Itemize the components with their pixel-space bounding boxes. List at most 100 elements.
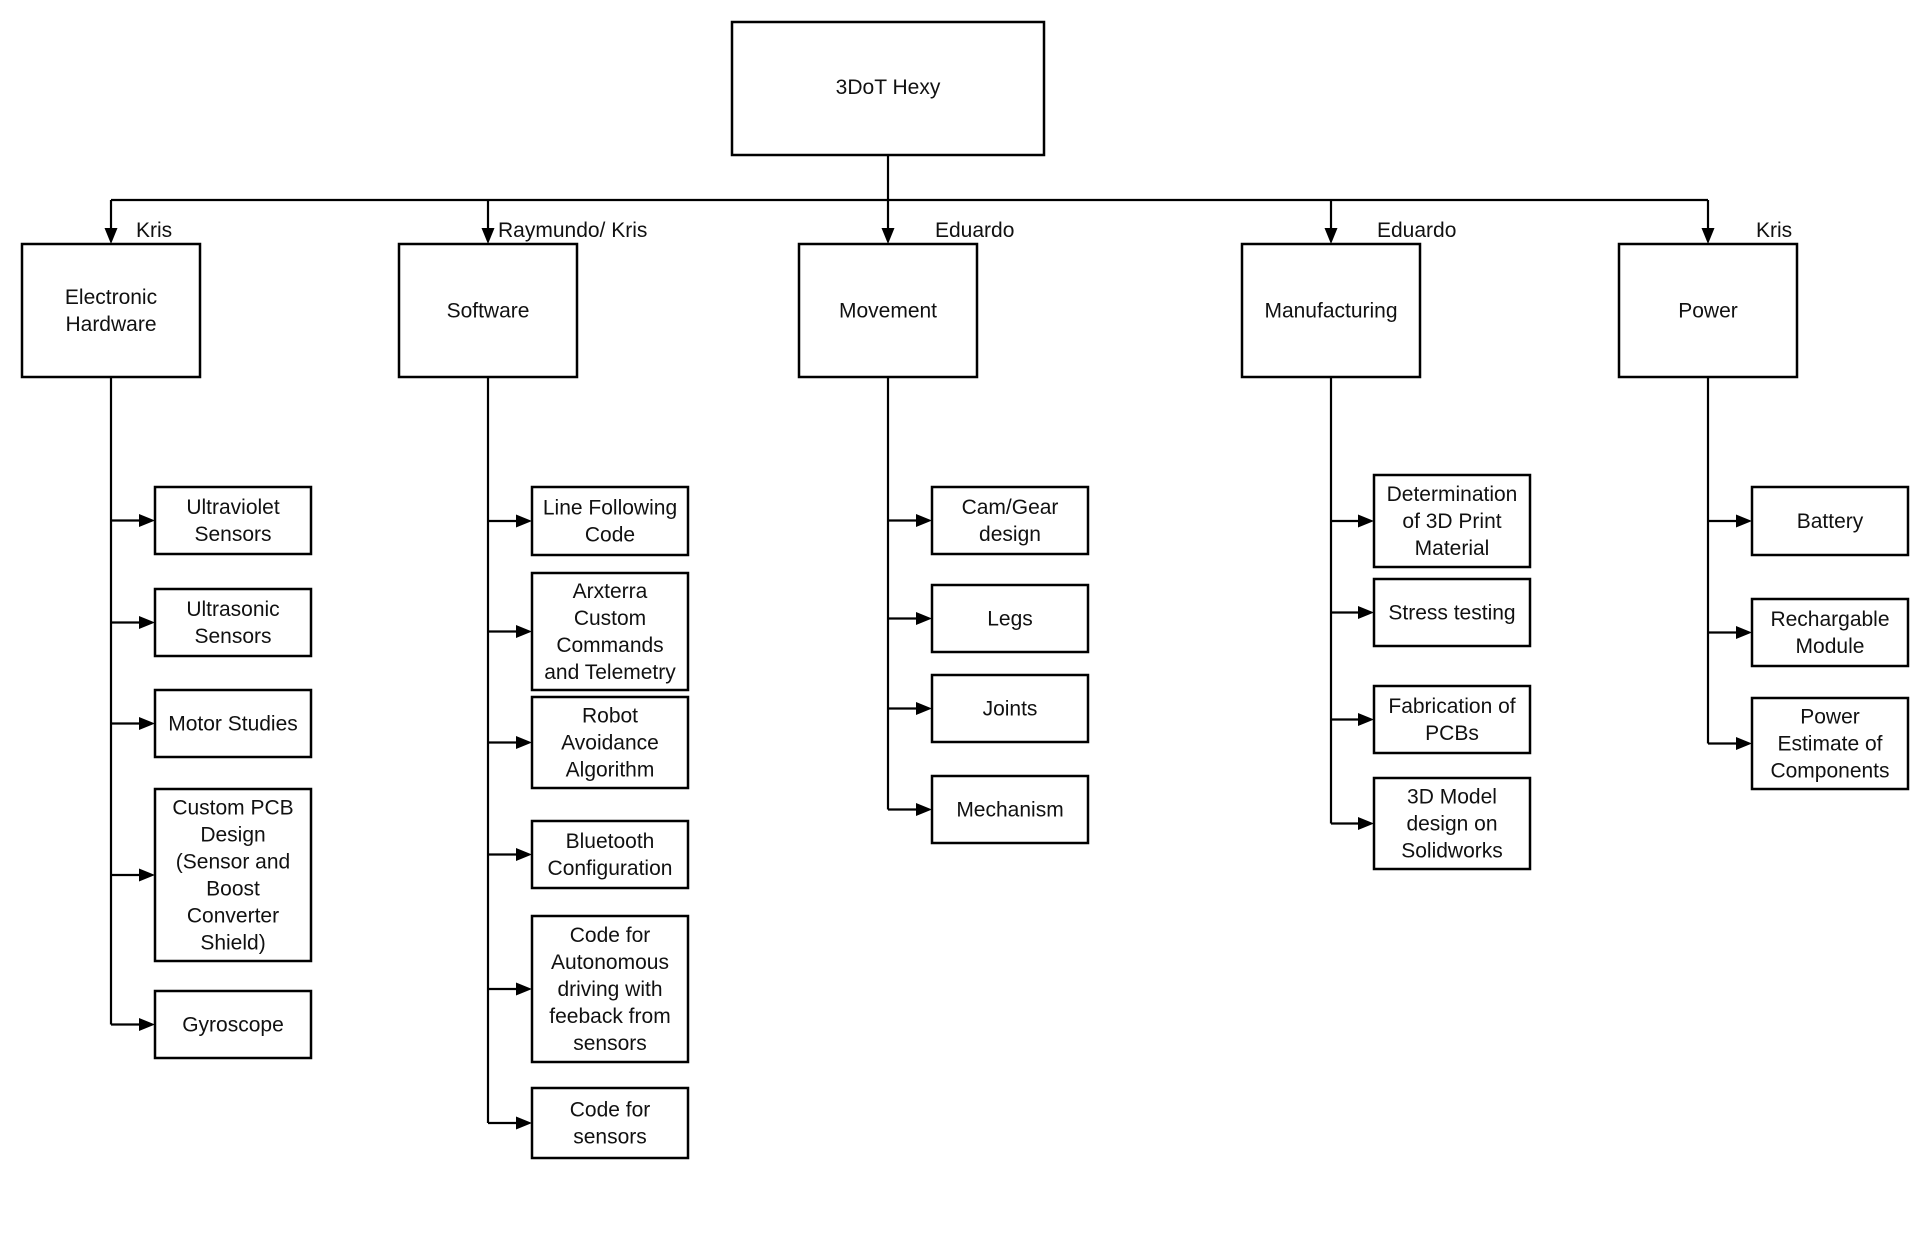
child-box [1750,696,1910,791]
branch-owner-label: Eduardo [935,219,1014,242]
child-arrow [1736,514,1752,528]
root-label: 3DoT Hexy [836,76,941,99]
child-box [1372,776,1532,871]
child-arrow [139,616,155,629]
child-label: Legs [987,608,1033,631]
root-node: 3DoT Hexy [730,20,1046,157]
child-node: Joints [888,673,1090,744]
branch-owner-label: Eduardo [1377,219,1456,242]
branch-box [20,242,202,379]
child-box [153,587,313,658]
child-box [1372,473,1532,569]
child-arrow [139,514,155,527]
branch-owner-label: Kris [136,219,172,242]
branch-box [1240,242,1422,379]
child-arrow [1736,737,1752,750]
child-arrow [916,514,932,527]
child-box [153,787,313,963]
child-node: Mechanism [888,774,1090,845]
child-arrow [139,717,155,730]
child-box [153,989,313,1060]
child-box [1750,485,1910,557]
child-box [153,485,313,556]
child-label: Battery [1797,510,1864,533]
child-arrow [1358,713,1374,726]
branch-owner-label: Raymundo/ Kris [498,219,647,242]
child-box [930,485,1090,556]
child-arrow [516,1116,532,1130]
branch-label: Movement [839,300,937,323]
child-label: Mechanism [956,799,1063,822]
child-arrow [516,625,532,638]
branch-box [1617,242,1799,379]
child-arrow [916,803,932,816]
child-box [1372,684,1532,755]
branch-arrow [881,228,895,244]
child-node: Motor Studies [111,688,313,759]
child-box [530,485,690,557]
branch-arrow [1324,228,1338,244]
child-arrow [516,848,532,861]
child-label: Motor Studies [168,713,298,736]
child-label: Stress testing [1388,602,1515,625]
child-box [930,583,1090,654]
child-box [930,673,1090,744]
branch-arrow [104,228,118,244]
child-arrow [139,1018,155,1031]
branch-arrow [481,228,495,244]
child-label: Joints [983,698,1038,721]
branch-label: Power [1678,300,1738,323]
branch-owner-label: Kris [1756,219,1792,242]
child-box [530,571,690,692]
child-box [930,774,1090,845]
child-arrow [1358,514,1374,528]
child-arrow [516,514,532,528]
child-box [1750,597,1910,668]
child-node: Gyroscope [111,989,313,1060]
child-label: Gyroscope [182,1014,284,1037]
child-arrow [139,868,155,882]
child-box [153,688,313,759]
child-arrow [916,612,932,625]
child-arrow [916,702,932,715]
branch-label: Manufacturing [1264,300,1397,323]
branch-label: Software [447,300,530,323]
child-box [530,1086,690,1160]
child-arrow [1358,606,1374,619]
child-box [530,819,690,890]
child-box [530,695,690,790]
